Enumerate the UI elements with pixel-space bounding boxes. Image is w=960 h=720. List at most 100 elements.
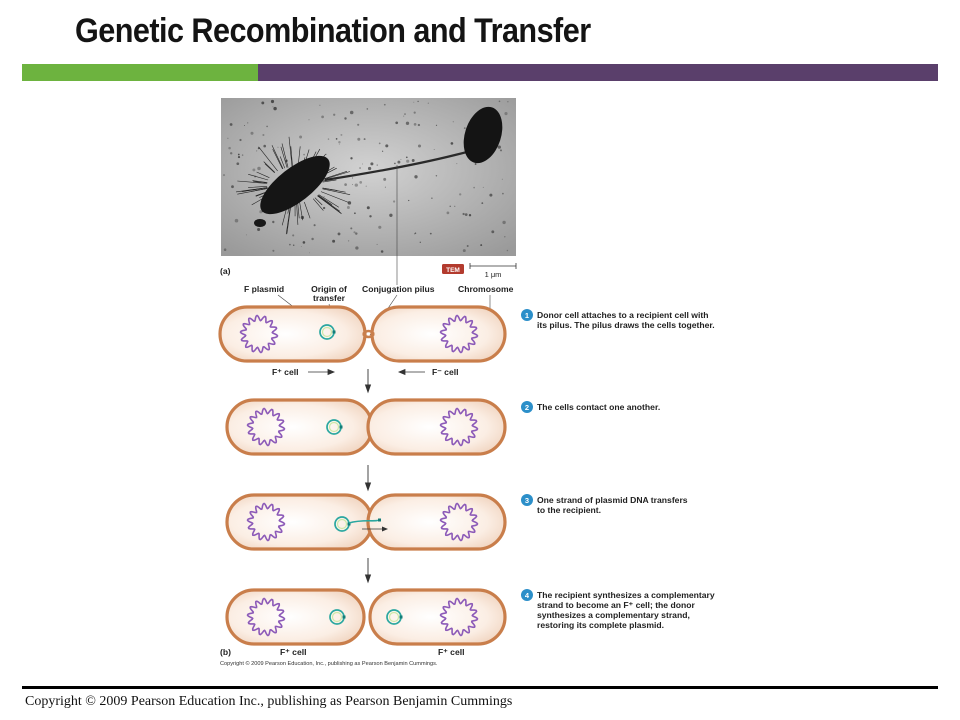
speckle bbox=[507, 101, 509, 103]
speckle bbox=[354, 212, 356, 215]
speckle bbox=[394, 162, 396, 165]
speckle bbox=[504, 236, 506, 238]
speckle bbox=[272, 249, 275, 252]
speckle bbox=[365, 185, 367, 187]
speckle bbox=[234, 218, 239, 223]
speckle bbox=[292, 234, 295, 237]
speckle bbox=[414, 232, 417, 234]
scale-bar-text: 1 μm bbox=[485, 270, 502, 279]
speckle bbox=[350, 227, 353, 230]
step-1-line-1: Donor cell attaches to a recipient cell … bbox=[537, 310, 708, 320]
speckle bbox=[376, 164, 378, 166]
speckle bbox=[381, 150, 384, 152]
speckle bbox=[385, 144, 389, 148]
speckle bbox=[313, 224, 316, 227]
panel-a-label: (a) bbox=[220, 266, 231, 276]
speckle bbox=[231, 185, 234, 189]
speckle bbox=[459, 193, 462, 196]
pilus-hair bbox=[237, 180, 268, 184]
stage4-right-cell-label: F⁺ cell bbox=[438, 647, 465, 657]
donor-plasmid-origin bbox=[342, 615, 346, 619]
speckle bbox=[252, 168, 256, 172]
pilus-hair bbox=[271, 145, 284, 169]
speckle bbox=[499, 149, 503, 152]
speckle bbox=[338, 143, 340, 145]
speckle bbox=[456, 163, 458, 165]
pilus-hair bbox=[317, 195, 340, 212]
step-3-number: 3 bbox=[525, 496, 529, 505]
figure-copyright: Copyright © 2009 Pearson Education, Inc.… bbox=[220, 660, 438, 667]
speckle bbox=[414, 233, 416, 235]
slide-title: Genetic Recombination and Transfer bbox=[75, 12, 591, 50]
speckle bbox=[466, 245, 469, 247]
speckle bbox=[237, 156, 241, 159]
speckle bbox=[427, 102, 429, 104]
accent-bar-green bbox=[22, 64, 258, 81]
speckle bbox=[449, 205, 451, 207]
pilus-hair bbox=[252, 180, 268, 183]
speckle bbox=[292, 244, 295, 246]
speckle bbox=[454, 205, 456, 207]
speckle bbox=[346, 206, 350, 209]
stage1-left-cell-label: F⁺ cell bbox=[272, 367, 299, 377]
speckle bbox=[366, 108, 369, 110]
speckle bbox=[403, 115, 405, 117]
speckle bbox=[413, 111, 416, 114]
speckle bbox=[327, 138, 330, 140]
transfer-arrow-head bbox=[382, 526, 388, 532]
speckle bbox=[406, 159, 410, 163]
speckle bbox=[355, 246, 359, 250]
accent-bar-purple bbox=[258, 64, 938, 81]
speckle bbox=[411, 159, 415, 162]
pilus-hair bbox=[317, 194, 333, 206]
step-3: 3 One strand of plasmid DNA transfers to… bbox=[521, 494, 688, 515]
stage-1 bbox=[218, 305, 507, 363]
speckle bbox=[376, 243, 378, 245]
speckle bbox=[367, 166, 372, 171]
step-4-line-3: synthesizes a complementary strand, bbox=[537, 610, 690, 620]
speckle bbox=[504, 112, 508, 116]
speckle bbox=[266, 125, 268, 128]
speckle bbox=[414, 175, 418, 179]
speckle bbox=[464, 213, 468, 216]
pilus-hair bbox=[320, 191, 349, 203]
step-4-badge bbox=[521, 589, 533, 601]
speckle bbox=[491, 230, 495, 234]
left-chromosome bbox=[246, 407, 286, 447]
conjugation-stages bbox=[218, 305, 507, 646]
tem-badge bbox=[442, 264, 464, 274]
speckle bbox=[311, 237, 314, 241]
pilus-hair bbox=[304, 201, 311, 219]
step-1: 1 Donor cell attaches to a recipient cel… bbox=[521, 309, 715, 330]
step-2-badge bbox=[521, 401, 533, 413]
speckle bbox=[404, 113, 406, 116]
speckle bbox=[405, 121, 410, 125]
recipient-plasmid-origin bbox=[399, 615, 403, 619]
pilus-hair bbox=[290, 146, 293, 168]
speckle bbox=[389, 213, 393, 217]
pilus-hair bbox=[264, 163, 275, 173]
plasmid-transferring-origin bbox=[347, 522, 351, 526]
speckle bbox=[433, 149, 435, 151]
speckle bbox=[222, 174, 226, 177]
pilus-bridge bbox=[362, 329, 375, 335]
speckle bbox=[468, 214, 472, 217]
speckle bbox=[501, 178, 503, 180]
speckle bbox=[378, 142, 381, 145]
speckle bbox=[417, 123, 421, 127]
pilus-hair bbox=[312, 198, 324, 211]
speckle bbox=[482, 186, 484, 188]
pilus-hair bbox=[322, 178, 333, 182]
right-chromosome bbox=[439, 597, 479, 637]
speckle bbox=[363, 138, 366, 141]
step-3-line-2: to the recipient. bbox=[537, 505, 601, 515]
f-plasmid-inner bbox=[321, 326, 333, 338]
pilus-hair bbox=[256, 171, 270, 178]
panel-b-label: (b) bbox=[220, 647, 231, 657]
speckle bbox=[319, 104, 321, 106]
speckle bbox=[337, 232, 341, 236]
speckle bbox=[497, 145, 501, 149]
speckle bbox=[435, 175, 438, 177]
right-chromosome bbox=[439, 407, 479, 447]
left-chromosome bbox=[239, 314, 279, 354]
